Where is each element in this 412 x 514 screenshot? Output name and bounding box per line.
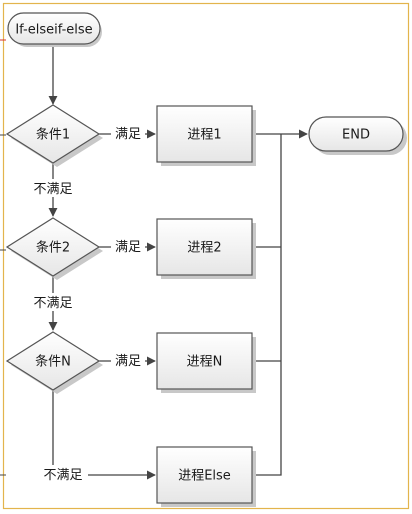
outer-frame (2, 2, 410, 510)
condition-2-diamond (5, 217, 101, 277)
edge-label-condN-yes: 满足 (115, 354, 141, 369)
process-2-label: 进程2 (187, 241, 221, 256)
end-terminator (308, 116, 404, 152)
edge-else-merge (253, 134, 282, 476)
process-1-box (156, 105, 253, 163)
edge-label-cond2-yes: 满足 (115, 240, 141, 255)
start-label: If-elseif-else (15, 23, 92, 38)
edge-label-cond2-no: 不满足 (33, 296, 72, 311)
edge-label-condN-no: 不满足 (43, 468, 82, 483)
end-label: END (342, 128, 370, 143)
process-n-box (156, 332, 253, 390)
process-1-label: 进程1 (187, 128, 221, 143)
process-2-box (156, 218, 253, 276)
condition-n-diamond (5, 331, 101, 391)
condition-1-label: 条件1 (36, 127, 70, 143)
edge-label-cond1-no: 不满足 (33, 182, 72, 197)
process-else-label: 进程Else (178, 469, 231, 484)
edge-condN-no (52, 390, 156, 480)
condition-n-label: 条件N (35, 354, 71, 370)
edge-label-cond1-yes: 满足 (115, 127, 141, 142)
condition-2-label: 条件2 (36, 240, 70, 256)
start-terminator (7, 12, 101, 45)
process-n-label: 进程N (187, 355, 223, 370)
process-else-box (156, 446, 253, 504)
condition-1-diamond (5, 104, 101, 164)
